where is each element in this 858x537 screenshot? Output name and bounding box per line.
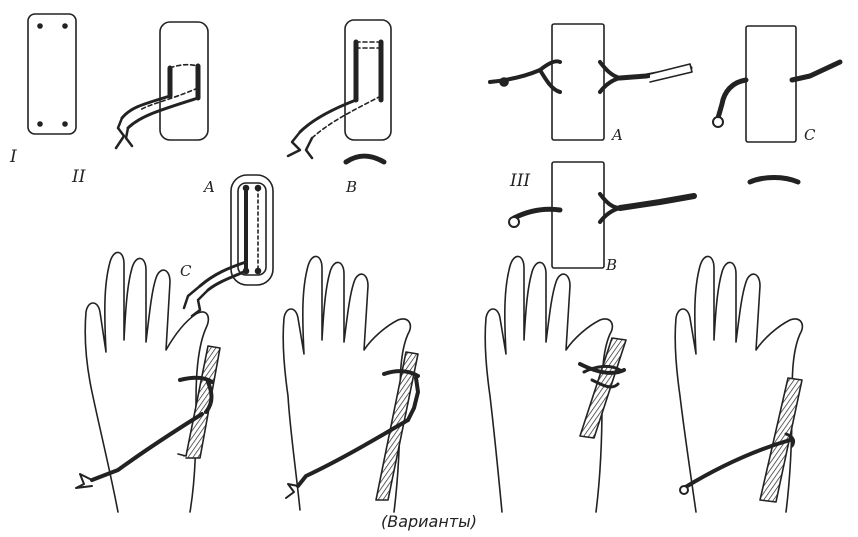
plate-figure-iii-a xyxy=(490,24,692,140)
label-ii: II xyxy=(71,167,86,187)
label-i: I xyxy=(9,147,17,167)
plate-figure-iii-c xyxy=(713,26,840,182)
hand-variant-2 xyxy=(283,256,418,512)
hand-variant-3 xyxy=(485,256,626,512)
hand-variant-4 xyxy=(675,256,802,512)
plate-figure-i xyxy=(28,14,76,134)
plate-figure-ii-c xyxy=(184,175,273,316)
label-a-left: A xyxy=(202,178,215,196)
label-b-left: B xyxy=(345,178,357,196)
label-b-right: B xyxy=(605,256,617,274)
plate-figure-ii-a xyxy=(116,22,208,148)
plate-figure-ii-b xyxy=(288,20,391,162)
label-a-right: A xyxy=(610,126,623,144)
figure-caption: (Варианты) xyxy=(0,512,858,531)
plate-figure-iii-b xyxy=(509,162,694,268)
label-iii: III xyxy=(509,171,530,191)
hand-variant-1 xyxy=(76,252,220,512)
label-c-left: C xyxy=(180,262,192,280)
label-c-right: C xyxy=(804,126,816,144)
